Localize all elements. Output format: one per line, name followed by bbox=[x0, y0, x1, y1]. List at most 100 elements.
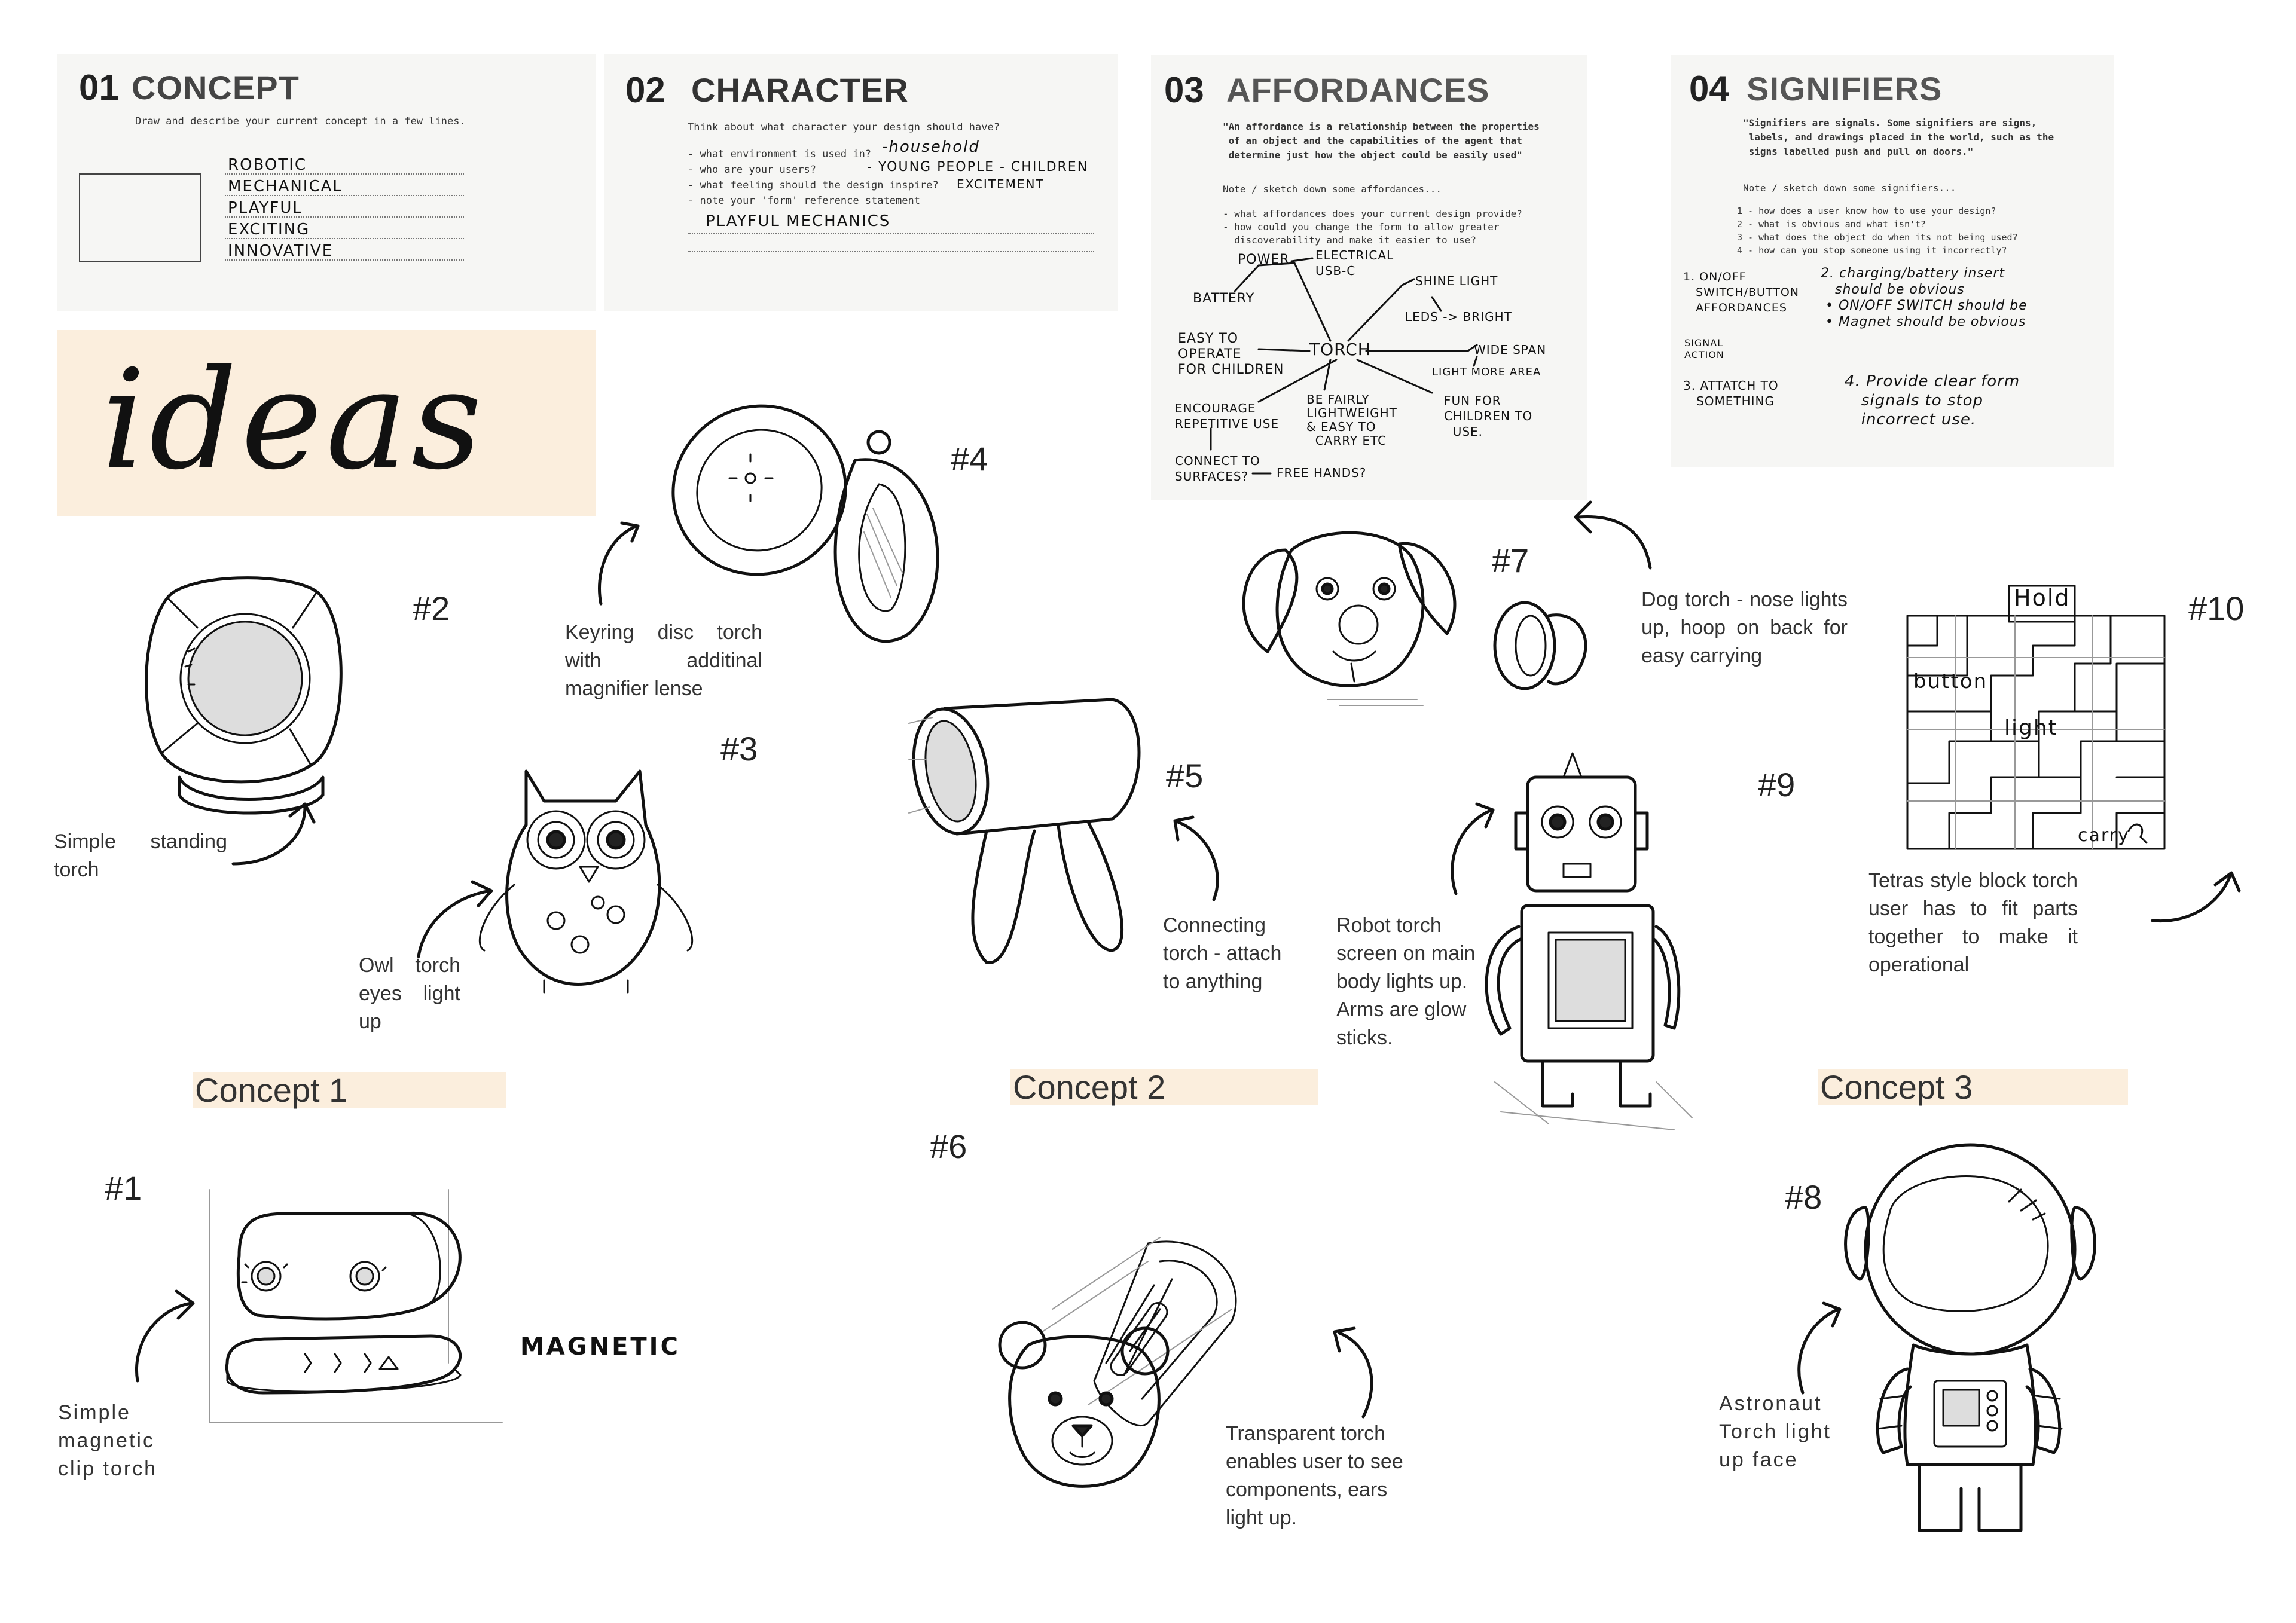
mindmap-encourage: ENCOURAGE REPETITIVE USE bbox=[1175, 401, 1280, 431]
affordances-sheet-number: 03 bbox=[1164, 70, 1204, 110]
magnetic-torch-sketch bbox=[209, 1189, 503, 1423]
tetris-label-carry: carry bbox=[2078, 825, 2130, 846]
signifiers-sheet-title: SIGNIFIERS bbox=[1747, 70, 1943, 108]
mindmap-center: TORCH bbox=[1309, 340, 1371, 359]
signifier-note: 1. ON/OFF SWITCH/BUTTON AFFORDANCES bbox=[1683, 270, 1800, 314]
mindmap-lightweight: BE FAIRLY LIGHTWEIGHT & EASY TO CARRY ET… bbox=[1306, 392, 1397, 448]
astronaut-torch-sketch bbox=[1844, 1143, 2096, 1532]
arrow-icon bbox=[1333, 1326, 1373, 1419]
signifier-note: 4. Provide clear form signals to stop in… bbox=[1845, 372, 2020, 429]
mindmap-shine: SHINE LIGHT bbox=[1415, 274, 1498, 288]
concept-word: PLAYFUL bbox=[228, 199, 303, 217]
affordances-questions: - what affordances does your current des… bbox=[1223, 208, 1522, 246]
signifiers-quote: "Signifiers are signals. Some signifiers… bbox=[1743, 117, 2054, 157]
idea-number: #5 bbox=[1166, 757, 1204, 794]
arrow-icon bbox=[231, 802, 316, 866]
bear-torch-sketch bbox=[998, 1237, 1237, 1488]
mindmap-free: FREE HANDS? bbox=[1277, 466, 1367, 480]
idea-number: #4 bbox=[951, 440, 988, 478]
signifiers-sheet: 04 SIGNIFIERS "Signifiers are signals. S… bbox=[1671, 55, 2114, 467]
signifiers-questions: 1 - how does a user know how to use your… bbox=[1737, 206, 2018, 256]
idea-number: #6 bbox=[930, 1127, 967, 1165]
mindmap-lines bbox=[1210, 257, 1478, 475]
ideas-heading-box bbox=[57, 330, 596, 516]
idea-caption: Keyring disc torch with additinal magnif… bbox=[565, 621, 762, 700]
idea-caption: Owl torch eyes light up bbox=[359, 954, 460, 1033]
idea-number: #1 bbox=[105, 1169, 142, 1207]
character-sheet-number: 02 bbox=[625, 70, 665, 110]
idea-caption: Astronaut Torch light up face bbox=[1719, 1392, 1831, 1471]
concept-sheet: 01 CONCEPT Draw and describe your curren… bbox=[57, 54, 596, 311]
tetris-label-hold: Hold bbox=[2014, 585, 2071, 611]
robot-torch-sketch bbox=[1485, 752, 1693, 1130]
ideas-heading: ideas bbox=[102, 341, 486, 500]
concept-sketch-box bbox=[79, 173, 201, 262]
character-answer: - YOUNG PEOPLE - CHILDREN bbox=[867, 160, 1089, 175]
idea-number: #7 bbox=[1492, 542, 1529, 579]
concept-word: INNOVATIVE bbox=[228, 242, 334, 260]
character-sheet: 02 CHARACTER Think about what character … bbox=[604, 54, 1118, 311]
tetris-torch-sketch bbox=[1906, 585, 2166, 850]
concept-word: ROBOTIC bbox=[228, 156, 307, 174]
idea-caption: Simple standing torch bbox=[54, 830, 227, 881]
arrow-icon bbox=[135, 1289, 195, 1383]
concept-sheet-title: CONCEPT bbox=[132, 69, 300, 106]
idea-caption: Dog torch - nose lights up, hoop on back… bbox=[1641, 588, 1848, 667]
signifiers-note: Note / sketch down some signifiers... bbox=[1743, 182, 1956, 194]
character-question: - who are your users? bbox=[688, 164, 816, 176]
concept-1-label: Concept 1 bbox=[193, 1072, 506, 1109]
standing-torch-sketch bbox=[145, 576, 343, 815]
mindmap-fun: FUN FOR CHILDREN TO USE. bbox=[1444, 393, 1533, 439]
mindmap-leds: LEDS -> BRIGHT bbox=[1405, 310, 1512, 324]
affordances-sheet: 03 AFFORDANCES "An affordance is a relat… bbox=[1151, 55, 1587, 500]
idea-caption: Transparent torch enables user to see co… bbox=[1226, 1422, 1403, 1529]
idea-number: #8 bbox=[1785, 1178, 1822, 1216]
character-question: - note your 'form' reference statement bbox=[688, 195, 920, 207]
arrow-icon bbox=[1173, 815, 1219, 901]
arrow-icon bbox=[598, 521, 640, 606]
idea-number: #3 bbox=[720, 730, 758, 768]
character-statement: PLAYFUL MECHANICS bbox=[706, 212, 891, 230]
idea-caption: Simple magnetic clip torch bbox=[58, 1401, 158, 1480]
arrow-icon bbox=[1797, 1301, 1842, 1395]
concept-word: MECHANICAL bbox=[228, 178, 343, 195]
mindmap-battery: BATTERY bbox=[1193, 291, 1255, 306]
mindmap-widespan: WIDE SPAN bbox=[1474, 343, 1547, 357]
character-question: - what environment is used in? bbox=[688, 148, 872, 160]
character-answer: EXCITEMENT bbox=[957, 177, 1045, 191]
idea-number: #9 bbox=[1758, 766, 1796, 803]
dog-torch-sketch bbox=[1242, 531, 1587, 706]
mindmap-lightarea: LIGHT MORE AREA bbox=[1432, 366, 1541, 378]
affordances-sheet-title: AFFORDANCES bbox=[1226, 71, 1490, 109]
idea-number: #10 bbox=[2188, 589, 2245, 627]
arrow-icon bbox=[417, 880, 493, 958]
affordances-note: Note / sketch down some affordances... bbox=[1223, 184, 1442, 195]
tetris-label-light: light bbox=[2004, 716, 2058, 740]
mindmap-connect: CONNECT TO SURFACES? bbox=[1175, 454, 1260, 484]
arrow-icon bbox=[1574, 500, 1652, 570]
character-answer: -household bbox=[882, 138, 980, 156]
signifiers-sheet-number: 04 bbox=[1689, 69, 1729, 109]
arrow-icon bbox=[1451, 802, 1495, 895]
idea-number: #2 bbox=[413, 589, 450, 627]
owl-torch-sketch bbox=[478, 769, 694, 994]
keyring-torch-sketch bbox=[671, 404, 939, 643]
character-instruction: Think about what character your design s… bbox=[688, 121, 1000, 133]
concept-instruction: Draw and describe your current concept i… bbox=[135, 115, 466, 127]
mindmap-easy: EASY TO OPERATE FOR CHILDREN bbox=[1178, 331, 1284, 377]
idea-caption: Robot torch screen on main body lights u… bbox=[1336, 914, 1476, 1049]
affordances-quote: "An affordance is a relationship between… bbox=[1223, 121, 1540, 161]
concept-2-label: Concept 2 bbox=[1010, 1069, 1318, 1106]
tetris-label-button: button bbox=[1913, 670, 1988, 693]
character-sheet-title: CHARACTER bbox=[691, 71, 909, 109]
idea-caption: Connecting torch - attach to anything bbox=[1163, 914, 1282, 993]
signifier-note: SIGNAL ACTION bbox=[1684, 337, 1724, 360]
concept-word: EXCITING bbox=[228, 221, 310, 239]
magnetic-label: MAGNETIC bbox=[520, 1333, 680, 1361]
concept-3-label: Concept 3 bbox=[1818, 1069, 2128, 1106]
connecting-torch-sketch bbox=[908, 698, 1141, 964]
concept-sheet-number: 01 bbox=[79, 68, 119, 108]
signifier-note: 3. ATTATCH TO SOMETHING bbox=[1683, 378, 1779, 408]
signifier-note: 2. charging/battery insert should be obv… bbox=[1821, 266, 2028, 329]
character-question: - what feeling should the design inspire… bbox=[688, 179, 939, 191]
